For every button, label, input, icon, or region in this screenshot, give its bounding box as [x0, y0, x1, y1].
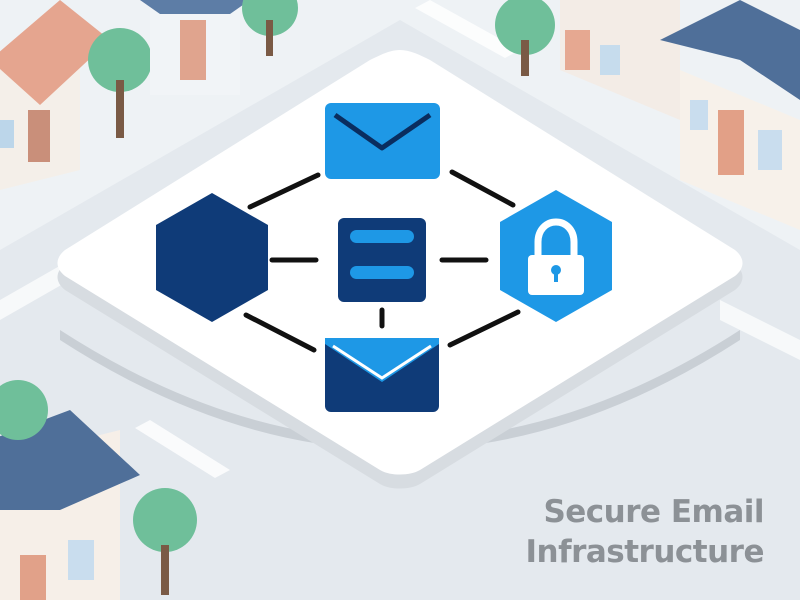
house-window	[690, 100, 708, 130]
server-icon	[338, 218, 426, 302]
house-roof	[660, 0, 800, 100]
connector-line	[447, 309, 521, 348]
hexagon-icon	[156, 193, 268, 322]
connector-line	[243, 312, 317, 353]
tree-crown	[495, 0, 555, 55]
crosswalk	[720, 300, 800, 360]
house-window	[600, 45, 620, 75]
house-bottom-left	[0, 410, 140, 600]
connector-lines	[243, 169, 521, 353]
tree	[0, 380, 48, 440]
house-roof	[0, 0, 110, 105]
platform-shadow	[60, 330, 740, 450]
tree-trunk	[521, 40, 529, 76]
hexagon-shape	[156, 193, 268, 322]
caption-line-2: Infrastructure	[525, 534, 764, 570]
tree	[133, 488, 197, 595]
envelope-body	[325, 103, 440, 179]
tree	[88, 28, 152, 138]
house-right	[660, 0, 800, 230]
lock-keyhole-stem	[554, 270, 558, 282]
envelope-flap	[333, 112, 432, 151]
house-roof	[0, 410, 140, 510]
tree-crown	[133, 488, 197, 552]
house-top-left	[0, 0, 110, 190]
envelope-fold	[332, 344, 432, 380]
connector-line	[449, 169, 516, 208]
envelope-icon	[325, 103, 440, 179]
house-door	[28, 110, 50, 162]
tree-crown	[242, 0, 298, 36]
house-door	[718, 110, 744, 175]
house-door	[20, 555, 46, 600]
envelope-flap	[325, 338, 439, 382]
house-window	[758, 130, 782, 170]
tree	[242, 0, 298, 56]
caption: Secure Email Infrastructure	[525, 492, 764, 572]
server-slot	[350, 230, 414, 243]
tree-crown	[0, 380, 48, 440]
house-door	[565, 30, 590, 70]
server-slot	[350, 266, 414, 279]
envelope-icon	[325, 338, 439, 412]
house-window	[0, 120, 14, 148]
caption-line-1: Secure Email	[543, 494, 764, 530]
crosswalk	[135, 420, 230, 478]
house-door	[180, 20, 206, 80]
lock-shackle	[534, 218, 578, 258]
connector-line	[247, 172, 321, 210]
house-top-center	[140, 0, 250, 95]
tree-trunk	[161, 545, 169, 595]
tree	[495, 0, 555, 76]
lock-icon	[500, 190, 612, 322]
tree-trunk	[266, 20, 273, 56]
crosswalk	[415, 0, 520, 58]
house-top-right	[560, 0, 680, 120]
house-roof	[140, 0, 250, 14]
crosswalk	[0, 260, 70, 320]
tree-trunk	[116, 80, 124, 138]
tree-crown	[88, 28, 152, 92]
house-window	[68, 540, 94, 580]
